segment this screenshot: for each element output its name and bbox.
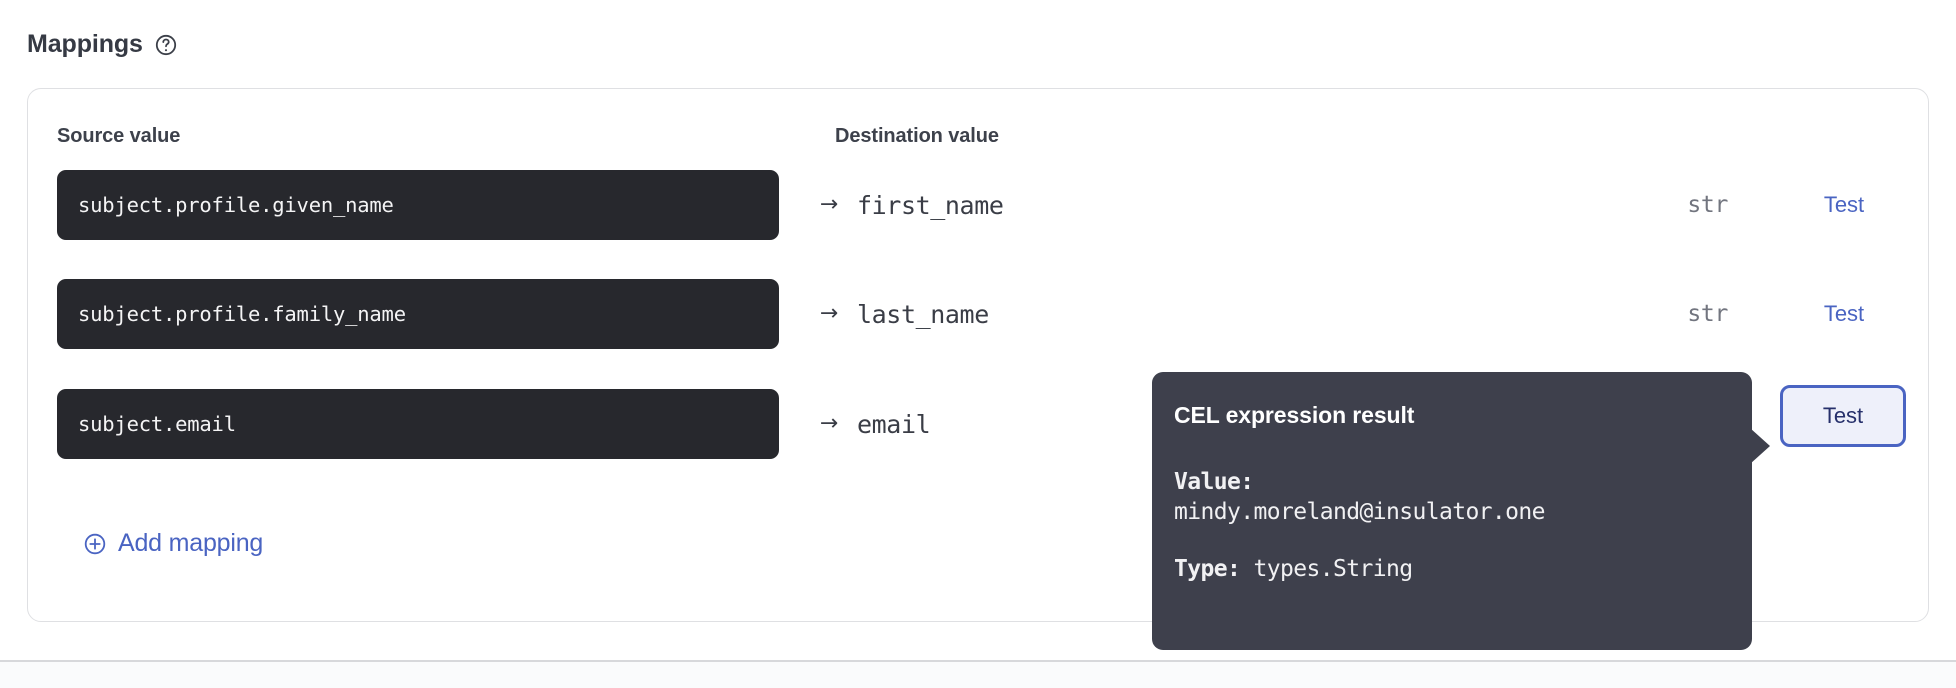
tooltip-value-key: Value: xyxy=(1174,469,1254,495)
bottom-strip xyxy=(0,662,1956,688)
tooltip-value-field: Value: mindy.moreland@insulator.one xyxy=(1174,467,1728,528)
source-value-pill[interactable]: subject.profile.given_name xyxy=(57,170,779,240)
column-header-source: Source value xyxy=(57,125,181,147)
arrow-right-icon: → xyxy=(819,411,839,436)
destination-value: last_name xyxy=(857,299,989,329)
destination-value: first_name xyxy=(857,190,1004,220)
table-row: subject.profile.family_name → last_name … xyxy=(28,279,1928,349)
tooltip-type-value: types.String xyxy=(1253,555,1414,582)
source-value-pill[interactable]: subject.profile.family_name xyxy=(57,279,779,349)
tooltip-value: mindy.moreland@insulator.one xyxy=(1174,499,1546,526)
bottom-divider xyxy=(0,660,1956,662)
tooltip-title: CEL expression result xyxy=(1174,402,1415,428)
test-button[interactable]: Test xyxy=(1823,192,1865,217)
destination-value: email xyxy=(857,409,931,439)
section-header: Mappings xyxy=(27,30,178,59)
test-button[interactable]: Test xyxy=(1823,301,1865,326)
tooltip-type-field: Type: types.String xyxy=(1174,554,1728,584)
type-label: str xyxy=(1687,301,1728,327)
add-mapping-label: Add mapping xyxy=(118,529,264,557)
tooltip-type-key: Type: xyxy=(1174,555,1241,582)
arrow-right-icon: → xyxy=(819,192,839,217)
tooltip-pointer-icon xyxy=(1750,428,1770,464)
test-button-active[interactable]: Test xyxy=(1780,385,1906,447)
column-header-destination: Destination value xyxy=(835,125,999,147)
add-mapping-button[interactable]: Add mapping xyxy=(83,529,263,558)
cel-result-tooltip: CEL expression result Value: mindy.morel… xyxy=(1152,372,1770,650)
plus-circle-icon xyxy=(83,532,107,556)
question-circle-icon[interactable] xyxy=(154,33,178,57)
type-label: str xyxy=(1687,192,1728,218)
arrow-right-icon: → xyxy=(819,301,839,326)
table-row: subject.profile.given_name → first_name … xyxy=(28,170,1928,240)
source-value-pill[interactable]: subject.email xyxy=(57,389,779,459)
page-title: Mappings xyxy=(27,30,143,58)
table-row: subject.email → email Test xyxy=(28,385,1928,459)
